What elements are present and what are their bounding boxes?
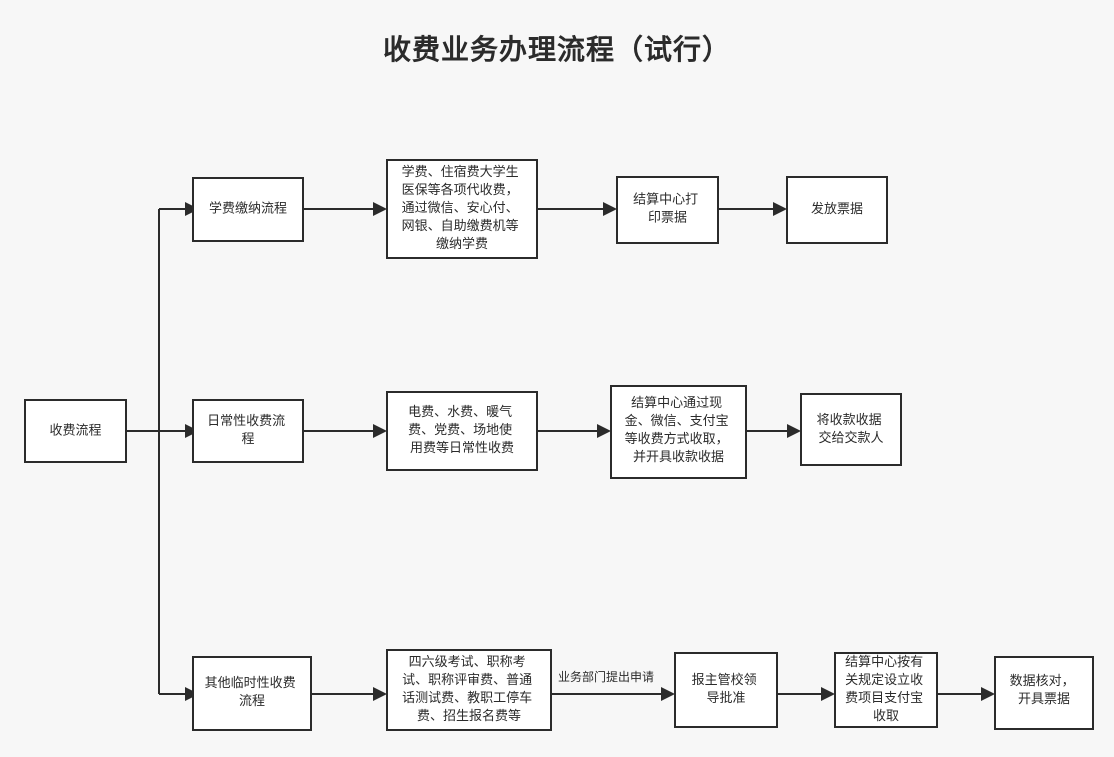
svg-text:数据核对， 开具票据: 数据核对， 开具票据 — [1010, 673, 1079, 706]
node-root[interactable]: 收费流程 — [24, 399, 127, 463]
node-n3-1[interactable]: 其他临时性收费 流程 — [192, 656, 312, 731]
arrow-head-n2-2-in — [373, 424, 387, 438]
node-n3-4-line-1: 关规定设立收 — [845, 672, 923, 687]
arrow-head-n2-4-in — [787, 424, 801, 438]
node-n3-3-line-1: 导批准 — [706, 690, 745, 705]
node-n3-3[interactable]: 报主管校领 导批准 — [674, 652, 778, 728]
node-n2-3-line-1: 金、微信、支付宝 — [625, 413, 729, 428]
node-n2-3-line-3: 并开具收款收据 — [633, 449, 724, 464]
node-n3-4[interactable]: 结算中心按有 关规定设立收 费项目支付宝 收取 — [834, 652, 938, 728]
node-n1-3-line-1: 印票据 — [648, 210, 687, 225]
node-n2-2[interactable]: 电费、水费、暖气 费、党费、场地使 用费等日常性收费 — [386, 391, 538, 471]
svg-text:发放票据: 发放票据 — [811, 201, 863, 216]
node-n1-2-line-4: 缴纳学费 — [436, 236, 488, 251]
arrow-head-n1-3-in — [603, 202, 617, 216]
node-n1-2-line-3: 网银、自助缴费机等 — [402, 218, 519, 233]
page-title: 收费业务办理流程（试行） — [382, 34, 731, 65]
node-n3-3-line-0: 报主管校领 — [692, 672, 757, 687]
svg-text:日常性收费流 程: 日常性收费流 程 — [207, 413, 289, 446]
arrow-head-n3-3-in — [661, 687, 675, 701]
edge-label-apply: 业务部门提出申请 — [558, 669, 654, 684]
node-n3-2[interactable]: 四六级考试、职称考 试、职称评审费、普通 话测试费、教职工停车 费、招生报名费等 — [386, 649, 552, 731]
node-n2-2-line-2: 用费等日常性收费 — [410, 440, 514, 455]
node-n1-1-line-0: 学费缴纳流程 — [209, 201, 287, 216]
node-n2-3-line-2: 等收费方式收取， — [625, 431, 729, 446]
node-n3-5[interactable]: 数据核对， 开具票据 — [994, 656, 1094, 730]
node-n3-2-line-3: 费、招生报名费等 — [417, 708, 521, 723]
svg-text:电费、水费、暖气 费、党费、场地使: 电费、水费、暖气 费、党费、场地使 用费等日常性收费 — [408, 404, 516, 455]
node-n3-1-line-0: 其他临时性收费 — [205, 675, 296, 690]
node-n2-4-line-0: 将收款收据 — [817, 412, 882, 427]
node-root-line-0: 收费流程 — [49, 423, 101, 438]
svg-text:将收款收据 交给交款人: 将收款收据 交给交款人 — [817, 412, 886, 445]
node-n1-2-line-0: 学费、住宿费大学生 — [402, 164, 519, 179]
node-n3-5-line-0: 数据核对， — [1010, 673, 1075, 688]
svg-text:报主管校领 导批准: 报主管校领 导批准 — [692, 672, 761, 705]
arrow-head-n2-3-in — [597, 424, 611, 438]
svg-text:学费、住宿费大学生 医保等各项代收费，: 学费、住宿费大学生 医保等各项代收费， 通过微信、安心付、 网银、自助缴费机等 … — [402, 164, 523, 251]
svg-text:结算中心打 印票据: 结算中心打 印票据 — [633, 192, 702, 225]
connector-group: 业务部门提出申请 — [126, 202, 995, 701]
node-n2-1-line-0: 日常性收费流 — [207, 413, 285, 428]
svg-text:结算中心通过现 金、微信、支付宝 等: 结算中心通过现 金、微信、支付宝 等收费方式收取， 并开具收款收据 — [625, 395, 733, 464]
svg-text:收费流程: 收费流程 — [49, 423, 101, 438]
node-n2-3-line-0: 结算中心通过现 — [631, 395, 722, 410]
node-n3-2-line-2: 话测试费、教职工停车 — [402, 690, 532, 705]
node-n3-1-line-1: 流程 — [239, 693, 265, 708]
node-n1-4-line-0: 发放票据 — [811, 201, 863, 216]
node-n3-4-line-2: 费项目支付宝 — [845, 690, 923, 705]
node-n1-4[interactable]: 发放票据 — [786, 176, 888, 244]
node-n3-5-line-1: 开具票据 — [1018, 691, 1070, 706]
svg-text:其他临时性收费 流程: 其他临时性收费 流程 — [205, 675, 300, 708]
node-n3-2-line-0: 四六级考试、职称考 — [409, 654, 526, 669]
node-n1-3[interactable]: 结算中心打 印票据 — [616, 176, 719, 244]
arrow-head-n3-5-in — [981, 687, 995, 701]
node-n2-2-line-1: 费、党费、场地使 — [408, 422, 512, 437]
node-n1-2-line-2: 通过微信、安心付、 — [402, 200, 519, 215]
node-n2-3[interactable]: 结算中心通过现 金、微信、支付宝 等收费方式收取， 并开具收款收据 — [610, 385, 747, 479]
node-n3-2-line-1: 试、职称评审费、普通 — [402, 672, 532, 687]
node-n2-1-line-1: 程 — [241, 431, 254, 446]
node-n2-4[interactable]: 将收款收据 交给交款人 — [800, 393, 902, 466]
node-n3-4-line-0: 结算中心按有 — [845, 654, 923, 669]
node-n2-2-line-0: 电费、水费、暖气 — [408, 404, 512, 419]
node-n1-2[interactable]: 学费、住宿费大学生 医保等各项代收费， 通过微信、安心付、 网银、自助缴费机等 … — [386, 159, 538, 259]
node-n3-4-line-3: 收取 — [873, 708, 899, 723]
node-n1-3-line-0: 结算中心打 — [633, 192, 698, 207]
node-n2-1[interactable]: 日常性收费流 程 — [192, 399, 304, 463]
node-n1-2-line-1: 医保等各项代收费， — [402, 182, 519, 197]
arrow-head-n1-2-in — [373, 202, 387, 216]
node-n2-4-line-1: 交给交款人 — [818, 430, 883, 445]
svg-text:四六级考试、职称考 试、职称评审费、普通: 四六级考试、职称考 试、职称评审费、普通 话测试费、教职工停车 费、招生报名费等 — [402, 654, 536, 723]
arrow-head-n1-4-in — [773, 202, 787, 216]
arrow-head-n3-2-in — [373, 687, 387, 701]
svg-text:学费缴纳流程: 学费缴纳流程 — [209, 201, 287, 216]
svg-text:结算中心按有 关规定设立收 费项目支: 结算中心按有 关规定设立收 费项目支付宝 收取 — [845, 654, 927, 723]
arrow-head-n3-4-in — [821, 687, 835, 701]
node-n1-1[interactable]: 学费缴纳流程 — [192, 177, 304, 242]
